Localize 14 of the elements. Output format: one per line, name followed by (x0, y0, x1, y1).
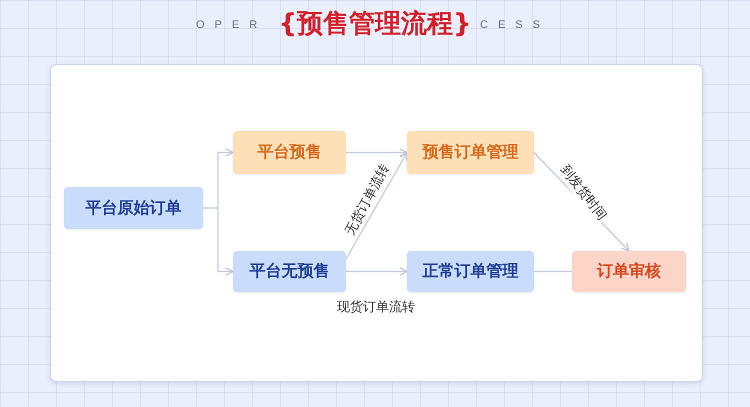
process-box: 正常订单管理 (407, 251, 534, 292)
process-box: 平台预售 (233, 131, 346, 174)
process-box: 订单审核 (572, 251, 686, 292)
process-box: 平台原始订单 (64, 187, 203, 229)
background-letters: OPER (196, 19, 268, 31)
process-box: 平台无预售 (233, 251, 346, 292)
arrow (346, 148, 408, 157)
edge-label: 现货订单流转 (335, 300, 417, 316)
process-box: 预售订单管理 (407, 131, 534, 174)
arrow (346, 267, 408, 276)
arrow (203, 207, 234, 276)
arrow (345, 152, 408, 260)
background-letters: CESS (480, 19, 550, 31)
title: {预售管理流程} (277, 9, 473, 39)
